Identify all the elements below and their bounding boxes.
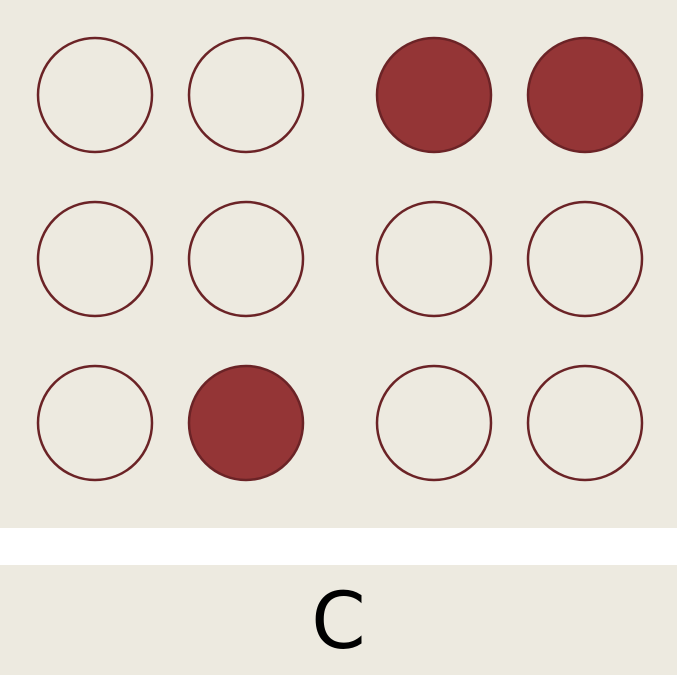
braille-dots-svg (0, 0, 677, 528)
braille-left-cell (36, 36, 305, 482)
left-cell-dot-1-flat (36, 36, 154, 154)
braille-letter-label: C (311, 577, 366, 667)
braille-right-cell (375, 36, 644, 482)
left-cell-dot-3-flat (36, 364, 154, 482)
left-cell-dot-2-flat (36, 200, 154, 318)
right-cell-dot-6-flat (526, 364, 644, 482)
braille-dots-panel (0, 0, 677, 528)
right-cell-dot-2-flat (375, 200, 493, 318)
left-cell-dot-4-flat (187, 36, 305, 154)
braille-letter-panel: C (0, 565, 677, 675)
left-cell-dot-5-flat (187, 200, 305, 318)
right-cell-dot-5-flat (526, 200, 644, 318)
left-cell-dot-6-raised (187, 364, 305, 482)
right-cell-dot-1-raised (375, 36, 493, 154)
right-cell-dot-3-flat (375, 364, 493, 482)
right-cell-dot-4-raised (526, 36, 644, 154)
